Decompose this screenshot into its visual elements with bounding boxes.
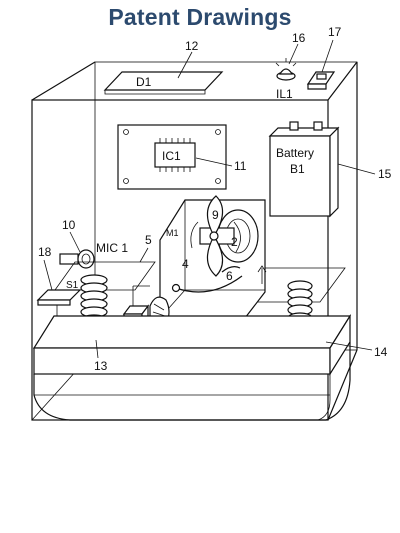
leader-15 (337, 163, 376, 175)
label-13: 13 (94, 359, 108, 373)
leader-13 (95, 339, 99, 359)
bottom-tray (33, 342, 351, 421)
label-11: 11 (234, 159, 247, 173)
battery-b1: Battery B1 (268, 121, 340, 218)
label-2: 2 (231, 235, 238, 249)
rotation-arrow-right (233, 221, 241, 253)
label-16: 16 (292, 31, 306, 45)
circuit-board-ic1: IC1 (117, 124, 227, 190)
base-platform (32, 313, 352, 377)
label-12: 12 (185, 39, 199, 53)
label-14: 14 (374, 345, 388, 359)
label-ic1: IC1 (162, 149, 181, 163)
label-9: 9 (212, 208, 219, 222)
leader-12 (177, 51, 193, 79)
label-m1: M1 (166, 228, 179, 238)
leader-10 (69, 231, 81, 253)
label-battery: Battery (276, 146, 314, 160)
label-17: 17 (328, 25, 342, 39)
label-4: 4 (182, 257, 189, 271)
rotation-arrow-left (190, 221, 199, 249)
display-d1: D1 (103, 71, 224, 95)
page-title: Patent Drawings (108, 4, 292, 30)
label-d1: D1 (136, 75, 152, 89)
leader-18 (43, 259, 53, 291)
label-15: 15 (378, 167, 392, 181)
indicator-light (275, 58, 297, 81)
leader-16 (288, 43, 299, 65)
label-il1: IL1 (276, 87, 293, 101)
leader-5 (139, 247, 149, 263)
crank-arm (171, 265, 267, 293)
label-10: 10 (62, 218, 76, 232)
label-b1: B1 (290, 162, 305, 176)
label-6: 6 (226, 269, 233, 283)
leader-17 (321, 39, 334, 73)
microphone-mic1 (59, 249, 95, 269)
label-mic1: MIC 1 (96, 241, 128, 255)
leader-14 (325, 341, 373, 351)
leader-11 (195, 157, 233, 167)
label-5: 5 (145, 233, 152, 247)
label-18: 18 (38, 245, 52, 259)
label-s1: S1 (66, 280, 79, 291)
fan-blade (206, 195, 224, 277)
switch-17 (306, 71, 336, 90)
